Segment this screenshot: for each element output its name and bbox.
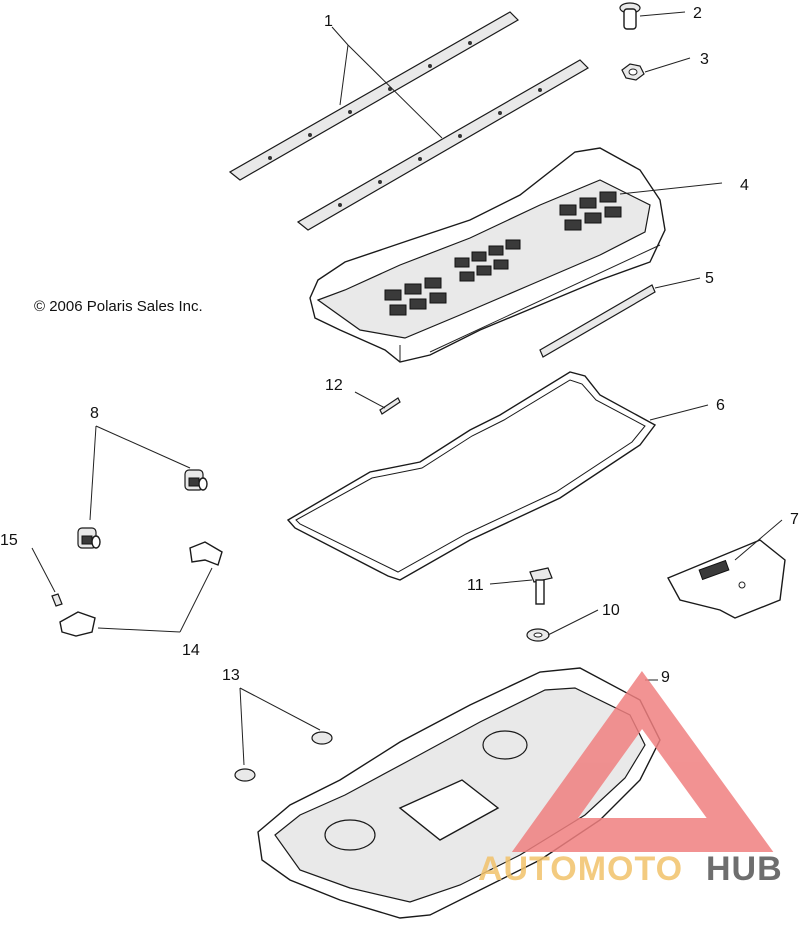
callout-6: 6 bbox=[716, 397, 725, 414]
callout-10: 10 bbox=[602, 602, 620, 619]
leader-lines bbox=[31, 11, 783, 766]
strip-icon bbox=[539, 284, 656, 358]
washer-icon bbox=[526, 628, 550, 642]
bolt-icon bbox=[619, 2, 641, 30]
callout-11: 11 bbox=[467, 577, 484, 594]
nut-icon bbox=[621, 63, 645, 81]
callout-3: 3 bbox=[700, 51, 709, 68]
copyright-text: © 2006 Polaris Sales Inc. bbox=[34, 298, 203, 315]
callout-8: 8 bbox=[90, 405, 99, 422]
watermark-text-a: AUTOMOTO bbox=[478, 850, 683, 888]
callout-2: 2 bbox=[693, 5, 702, 22]
callout-7: 7 bbox=[790, 511, 799, 528]
callout-15: 15 bbox=[0, 532, 18, 549]
screw-icon bbox=[51, 593, 63, 607]
seat-base-icon bbox=[309, 147, 666, 363]
rail-strip-icon bbox=[228, 11, 589, 231]
callout-14: 14 bbox=[182, 642, 200, 659]
tub-icon bbox=[257, 667, 661, 919]
watermark-logo: AUTOMOTO HUB bbox=[478, 670, 783, 888]
clip-icon bbox=[77, 469, 208, 549]
callout-12: 12 bbox=[325, 377, 343, 394]
plate-icon bbox=[667, 539, 786, 619]
seal-icon bbox=[286, 371, 657, 581]
callout-labels: 1 2 3 4 5 6 7 8 9 10 11 12 13 14 15 bbox=[0, 5, 799, 686]
clamp-icon bbox=[59, 541, 223, 637]
watermark-text-b: HUB bbox=[706, 850, 783, 888]
bolt-icon bbox=[529, 567, 553, 605]
callout-4: 4 bbox=[740, 177, 749, 194]
callout-5: 5 bbox=[705, 270, 714, 287]
plug-icon bbox=[234, 731, 333, 782]
pin-icon bbox=[379, 397, 401, 415]
callout-9: 9 bbox=[661, 669, 670, 686]
callout-1: 1 bbox=[324, 13, 333, 30]
callout-13: 13 bbox=[222, 667, 240, 684]
